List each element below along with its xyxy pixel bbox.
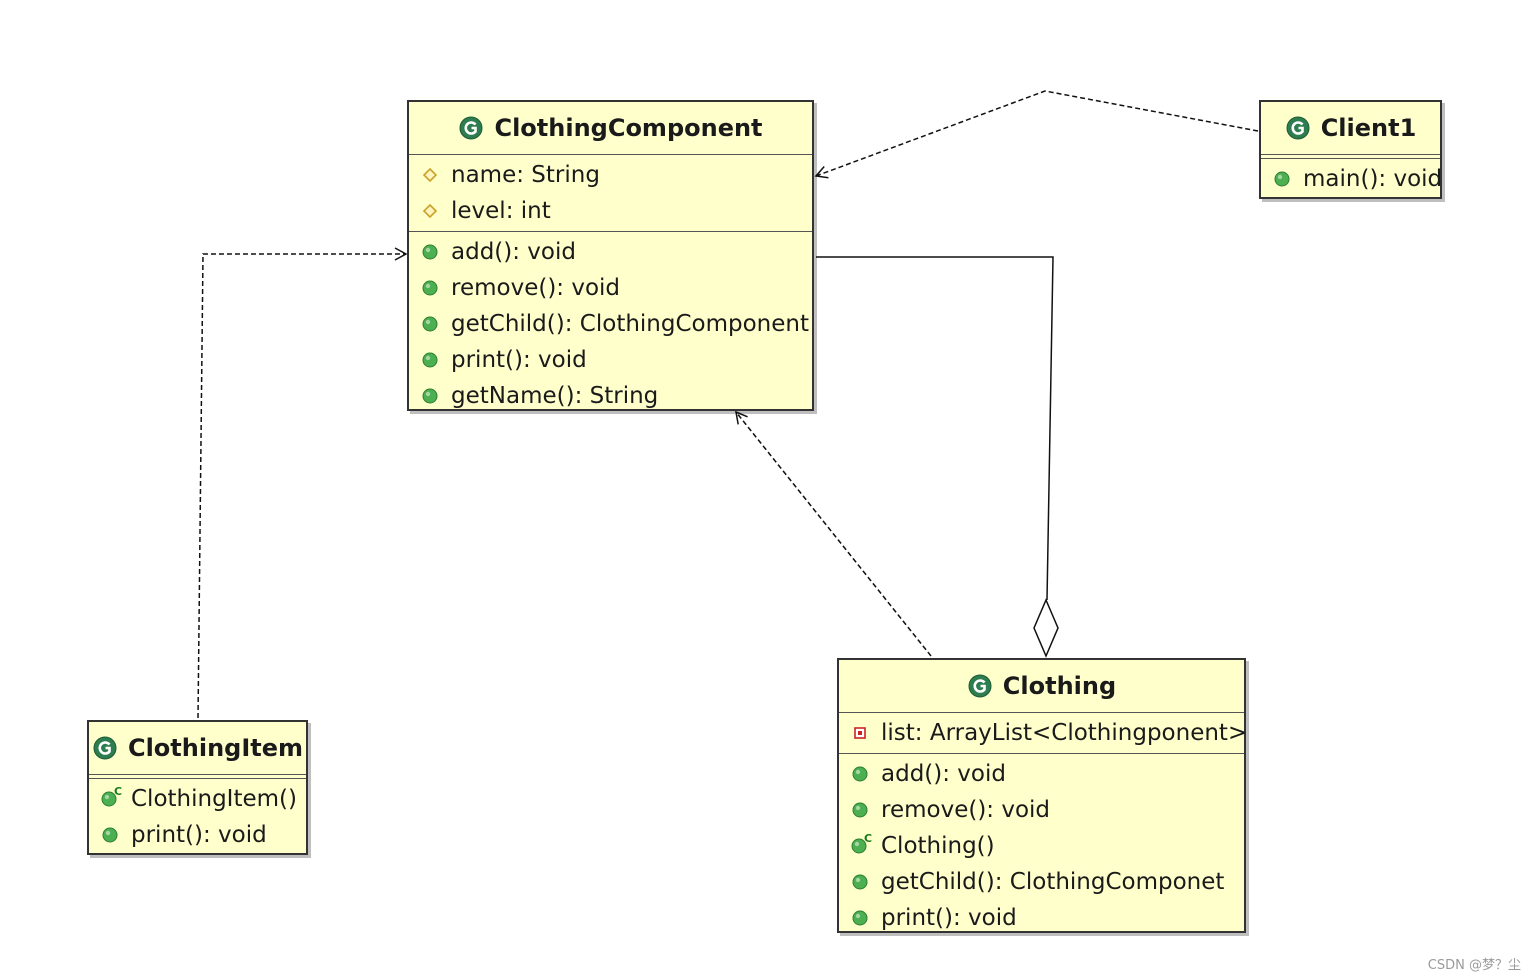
field-row[interactable]: level: int bbox=[409, 193, 812, 229]
svg-text:C: C bbox=[114, 786, 122, 798]
public-method-icon bbox=[851, 801, 869, 819]
class-name: Client1 bbox=[1320, 114, 1417, 142]
aggregation-diamond bbox=[1033, 598, 1059, 658]
public-method-icon bbox=[851, 765, 869, 783]
fields-section: list: ArrayList<Clothingponent> bbox=[839, 713, 1247, 754]
method-row[interactable]: add(): void bbox=[839, 756, 1244, 792]
class-header: ClothingComponent bbox=[409, 102, 812, 155]
class-name: ClothingItem bbox=[127, 734, 304, 762]
class-icon bbox=[92, 735, 118, 761]
public-method-icon bbox=[421, 315, 439, 333]
realization-clothing-to-component bbox=[735, 410, 932, 657]
private-field-icon bbox=[851, 724, 869, 742]
class-header: Clothing bbox=[839, 660, 1244, 713]
class-icon bbox=[458, 115, 484, 141]
class-clothing[interactable]: Clothing list: ArrayList<Clothingponent>… bbox=[837, 658, 1247, 933]
method-row[interactable]: add(): void bbox=[409, 234, 812, 270]
class-header: Client1 bbox=[1261, 102, 1440, 155]
public-method-icon bbox=[101, 826, 119, 844]
method-row[interactable]: print(): void bbox=[89, 817, 306, 853]
method-row[interactable]: main(): void bbox=[1261, 161, 1442, 197]
class-icon bbox=[967, 673, 993, 699]
method-row[interactable]: getChild(): ClothingComponet bbox=[839, 864, 1244, 900]
field-row[interactable]: name: String bbox=[409, 157, 812, 193]
aggregation-line bbox=[816, 256, 1054, 601]
protected-field-icon bbox=[421, 166, 439, 184]
protected-field-icon bbox=[421, 202, 439, 220]
class-header: ClothingItem bbox=[89, 722, 306, 775]
realization-item-to-component bbox=[197, 247, 408, 719]
constructor-icon: C bbox=[101, 786, 122, 808]
method-row[interactable]: remove(): void bbox=[839, 792, 1244, 828]
public-method-icon bbox=[421, 387, 439, 405]
public-method-icon bbox=[1273, 170, 1291, 188]
constructor-icon: C bbox=[851, 833, 872, 855]
dependency-client1-to-component bbox=[814, 90, 1259, 179]
public-method-icon bbox=[421, 351, 439, 369]
method-row[interactable]: getName(): String bbox=[409, 378, 812, 414]
method-row[interactable]: remove(): void bbox=[409, 270, 812, 306]
class-clothing-component[interactable]: ClothingComponent name: String level: in… bbox=[407, 100, 814, 411]
fields-section bbox=[89, 775, 306, 779]
svg-text:C: C bbox=[864, 833, 872, 845]
class-name: ClothingComponent bbox=[494, 114, 763, 142]
fields-section bbox=[1261, 155, 1440, 159]
class-name: Clothing bbox=[1002, 672, 1117, 700]
public-method-icon bbox=[421, 243, 439, 261]
method-row[interactable]: print(): void bbox=[409, 342, 812, 378]
field-row[interactable]: list: ArrayList<Clothingponent> bbox=[839, 715, 1247, 751]
public-method-icon bbox=[851, 909, 869, 927]
methods-section: main(): void bbox=[1261, 159, 1442, 199]
watermark: CSDN @梦？尘 bbox=[1427, 958, 1521, 973]
public-method-icon bbox=[421, 279, 439, 297]
class-icon bbox=[1285, 115, 1311, 141]
public-method-icon bbox=[851, 873, 869, 891]
method-row[interactable]: getChild(): ClothingComponent bbox=[409, 306, 812, 342]
methods-section: add(): void remove(): void getChild(): C… bbox=[409, 232, 812, 416]
class-client1[interactable]: Client1 main(): void bbox=[1259, 100, 1442, 199]
method-row[interactable]: print(): void bbox=[839, 900, 1244, 936]
fields-section: name: String level: int bbox=[409, 155, 812, 232]
